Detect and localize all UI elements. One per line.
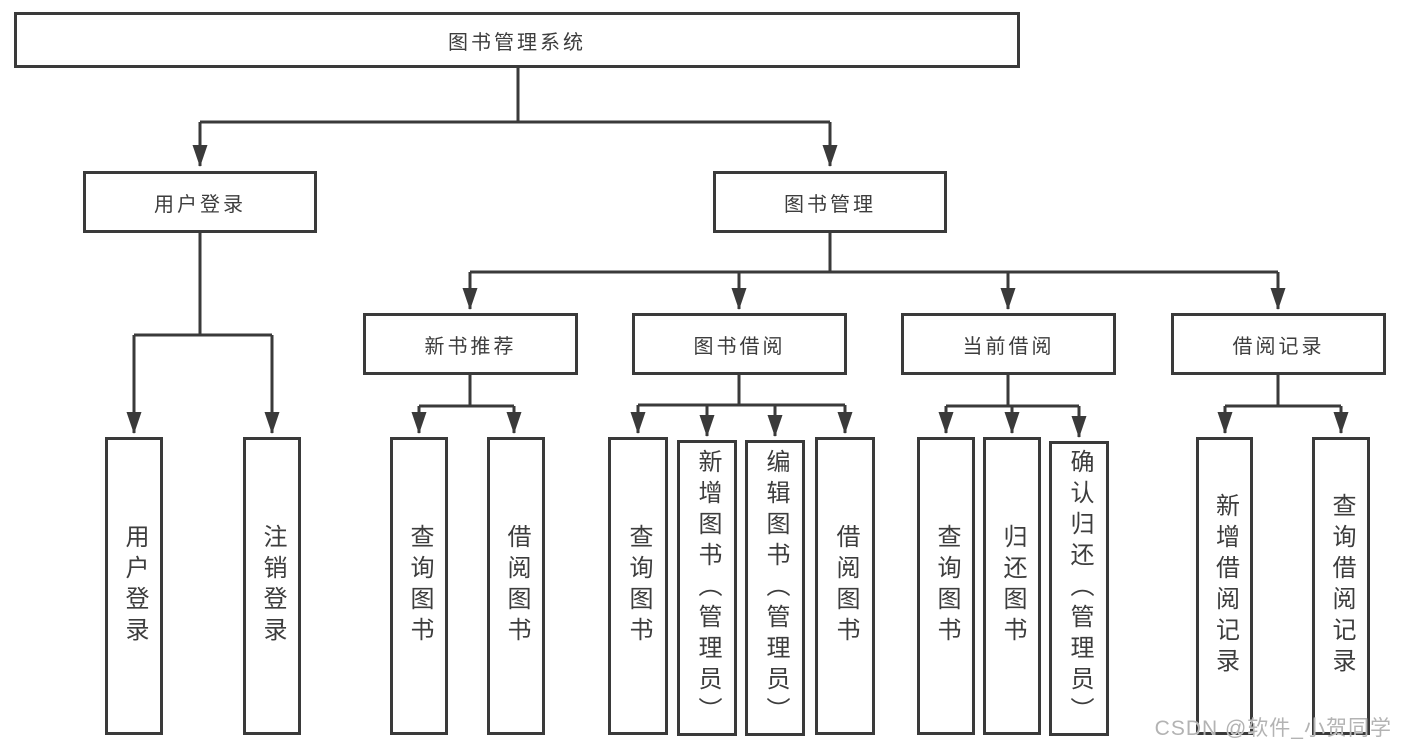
- node-label: 查询图书: [933, 524, 960, 648]
- watermark: CSDN @软件_小贺同学: [1154, 717, 1392, 740]
- node-label: 用户登录: [121, 524, 148, 648]
- node-label: 新增图书（管理员）: [694, 448, 721, 728]
- node-label: 新增借阅记录: [1211, 493, 1239, 679]
- leaf-borrow-books-recommend: 借阅图书: [487, 437, 545, 735]
- node-label: 用户登录: [154, 193, 246, 216]
- leaf-user-login: 用户登录: [105, 437, 163, 735]
- node-user-login: 用户登录: [83, 171, 317, 233]
- node-label: 确认归还（管理员）: [1066, 449, 1093, 728]
- leaf-query-borrow-record: 查询借阅记录: [1312, 437, 1370, 735]
- node-label: 查询借阅记录: [1328, 493, 1355, 679]
- node-label: 图书管理系统: [448, 31, 586, 54]
- node-label: 查询图书: [625, 524, 652, 648]
- node-label: 图书管理: [784, 193, 876, 216]
- leaf-confirm-return-admin: 确认归还（管理员）: [1049, 441, 1109, 736]
- node-book-management: 图书管理: [713, 171, 947, 233]
- leaf-query-books-current: 查询图书: [917, 437, 975, 735]
- node-new-book-recommend: 新书推荐: [363, 313, 578, 375]
- node-label: 新书推荐: [424, 335, 517, 358]
- node-label: 注销登录: [259, 524, 286, 648]
- node-label: 图书借阅: [693, 335, 786, 358]
- node-label: 借阅图书: [832, 524, 859, 648]
- leaf-edit-book-admin: 编辑图书（管理员）: [745, 440, 805, 736]
- leaf-logout: 注销登录: [243, 437, 301, 735]
- leaf-add-borrow-record: 新增借阅记录: [1196, 437, 1253, 735]
- node-label: 编辑图书（管理员）: [762, 448, 789, 728]
- leaf-add-book-admin: 新增图书（管理员）: [677, 440, 737, 736]
- leaf-borrow-books: 借阅图书: [815, 437, 875, 735]
- node-system-root: 图书管理系统: [14, 12, 1020, 68]
- node-book-borrow: 图书借阅: [632, 313, 847, 375]
- node-label: 当前借阅: [962, 335, 1055, 358]
- node-borrow-records: 借阅记录: [1171, 313, 1386, 375]
- node-label: 借阅图书: [503, 524, 530, 648]
- leaf-query-books-borrow: 查询图书: [608, 437, 668, 735]
- leaf-query-books-recommend: 查询图书: [390, 437, 448, 735]
- node-current-borrow: 当前借阅: [901, 313, 1116, 375]
- leaf-return-book: 归还图书: [983, 437, 1041, 735]
- node-label: 归还图书: [999, 524, 1026, 648]
- node-label: 借阅记录: [1232, 335, 1325, 358]
- node-label: 查询图书: [406, 524, 433, 648]
